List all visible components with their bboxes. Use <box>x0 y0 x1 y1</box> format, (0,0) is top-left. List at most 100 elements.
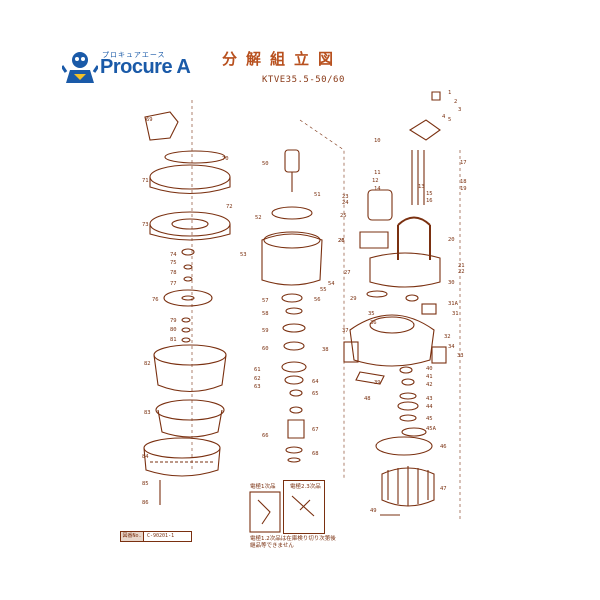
part-70 <box>164 150 226 164</box>
part-number-78: 78 <box>170 270 177 276</box>
part-number-26: 26 <box>338 238 345 244</box>
part-number-61: 61 <box>254 367 261 373</box>
part-number-70: 70 <box>222 156 229 162</box>
part-number-41: 41 <box>426 374 433 380</box>
part-number-35: 35 <box>368 311 375 317</box>
part-number-54: 54 <box>328 281 335 287</box>
part-27 <box>369 252 441 288</box>
part-number-62: 62 <box>254 376 261 382</box>
part-number-17: 17 <box>460 160 467 166</box>
part-number-14: 14 <box>374 186 381 192</box>
brand-kana: プロキュアエース <box>102 51 166 59</box>
part-number-12: 12 <box>372 178 379 184</box>
part-number-66: 66 <box>262 433 269 439</box>
part-number-44: 44 <box>426 404 433 410</box>
part-number-50: 50 <box>262 161 269 167</box>
part-83 <box>155 399 225 421</box>
part-number-76: 76 <box>152 297 159 303</box>
part-53 <box>261 233 323 286</box>
part-number-38: 38 <box>322 347 329 353</box>
part-number-47: 47 <box>440 486 447 492</box>
part-number-67: 67 <box>312 427 319 433</box>
part-number-74: 74 <box>170 252 177 258</box>
part-number-25: 25 <box>340 213 347 219</box>
part-number-71: 71 <box>142 178 149 184</box>
part-number-2: 2 <box>454 99 458 105</box>
part-28 <box>359 231 389 249</box>
part-number-10: 10 <box>374 138 381 144</box>
part-number-5: 5 <box>448 117 452 123</box>
part-number-20: 20 <box>448 237 455 243</box>
part-69 <box>144 111 179 141</box>
part-number-18: 18 <box>460 179 467 185</box>
cable-variant-1 <box>249 491 281 533</box>
part-number-23: 23 <box>342 194 349 200</box>
brand-name: Procure A <box>100 56 191 78</box>
part-number-3: 3 <box>458 107 462 113</box>
part-82 <box>153 344 227 366</box>
part-number-80: 80 <box>170 327 177 333</box>
cable-caption-primary: 電極1次品 <box>250 484 276 490</box>
part-number-16: 16 <box>426 198 433 204</box>
part-31 <box>421 303 437 315</box>
part-number-33: 33 <box>457 353 464 359</box>
procure-a-logo: プロキュアエース Procure A <box>60 50 212 84</box>
part-66 <box>287 419 305 439</box>
part-50 <box>284 149 300 173</box>
part-number-83: 83 <box>144 410 151 416</box>
part-number-65: 65 <box>312 391 319 397</box>
part-number-24: 24 <box>342 200 349 206</box>
part-71 <box>149 164 231 190</box>
part-number-22: 22 <box>458 269 465 275</box>
part-number-42: 42 <box>426 382 433 388</box>
part-number-1: 1 <box>448 90 452 96</box>
part-52 <box>271 206 313 220</box>
part-number-45A: 45A <box>426 426 436 432</box>
part-number-48: 48 <box>364 396 371 402</box>
part-number-19: 19 <box>460 186 467 192</box>
part-38 <box>343 341 359 363</box>
part-84 <box>143 437 221 459</box>
part-number-13: 13 <box>418 184 425 190</box>
part-number-69: 69 <box>146 117 153 123</box>
part-number-28: 28 <box>338 238 345 244</box>
part-number-21: 21 <box>458 263 465 269</box>
cable-caption-secondary: 電極2.3次品 <box>290 484 321 490</box>
part-number-68: 68 <box>312 451 319 457</box>
part-47 <box>381 467 435 507</box>
drawing-number-value: C-90201-1 <box>147 533 175 539</box>
part-number-37: 37 <box>342 328 349 334</box>
part-number-86: 86 <box>142 500 149 506</box>
part-25 <box>367 189 393 221</box>
part-76 <box>163 289 213 307</box>
part-number-46: 46 <box>440 444 447 450</box>
part-number-79: 79 <box>170 318 177 324</box>
part-46 <box>375 436 433 456</box>
part-number-52: 52 <box>255 215 262 221</box>
cable-frame <box>283 480 325 534</box>
part-number-31: 31 <box>452 311 459 317</box>
drawing-number-label: 図番No. <box>121 532 144 541</box>
part-number-29: 29 <box>350 296 357 302</box>
part-number-82: 82 <box>144 361 151 367</box>
part-number-57: 57 <box>262 298 269 304</box>
model-number: KTVE35.5-50/60 <box>262 75 345 85</box>
part-number-43: 43 <box>426 396 433 402</box>
part-33 <box>431 346 447 364</box>
part-number-64: 64 <box>312 379 319 385</box>
drawing-number-box: 図番No. C-90201-1 <box>120 531 192 542</box>
part-number-39: 39 <box>374 380 381 386</box>
part-number-40: 40 <box>426 366 433 372</box>
part-number-11: 11 <box>374 170 381 176</box>
part-number-85: 85 <box>142 481 149 487</box>
part-number-27: 27 <box>344 270 351 276</box>
part-number-72: 72 <box>226 204 233 210</box>
part-number-53: 53 <box>240 252 247 258</box>
part-number-75: 75 <box>170 260 177 266</box>
part-number-51: 51 <box>314 192 321 198</box>
part-number-55: 55 <box>320 287 327 293</box>
part-number-15: 15 <box>426 191 433 197</box>
part-number-81: 81 <box>170 337 177 343</box>
mascot-icon <box>60 52 100 83</box>
